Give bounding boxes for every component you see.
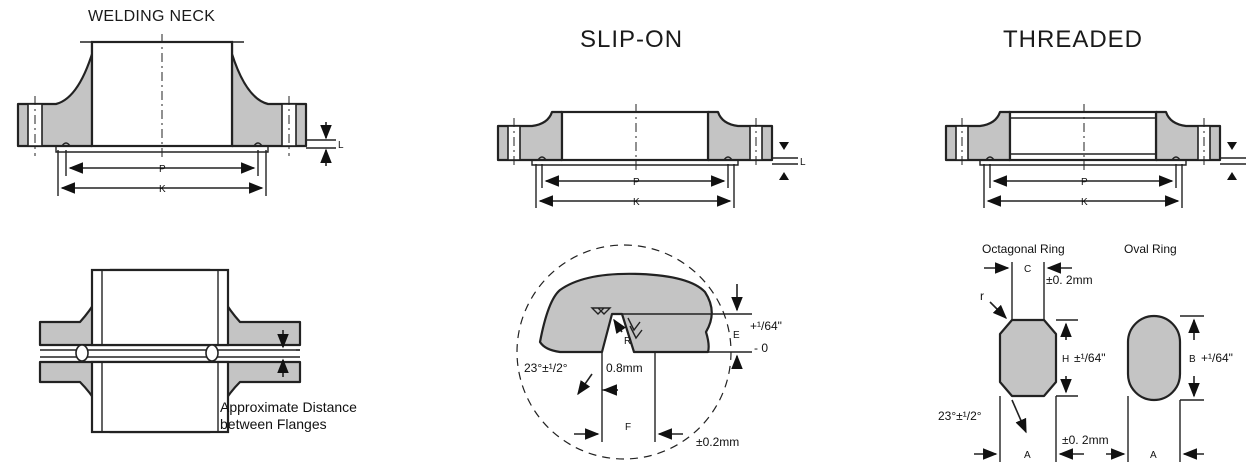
oval-ring-label: Oval Ring (1124, 242, 1177, 256)
tol-c: ±0. 2mm (1046, 273, 1093, 287)
label-h: H (1062, 354, 1069, 365)
label-c: C (1024, 264, 1031, 275)
octagonal-ring-label: Octagonal Ring (982, 242, 1065, 256)
label-k-thread: K (1081, 197, 1088, 208)
welding-neck-flange (16, 34, 336, 196)
label-l-slip: L (800, 157, 806, 168)
label-b: B (1189, 354, 1196, 365)
label-p-weld: P (159, 164, 166, 175)
octagonal-ring (974, 262, 1084, 462)
tol-h: ±¹/64" (1074, 351, 1106, 365)
flange-pair-assembly (38, 268, 302, 434)
angle-groove: 23°±¹/2° (524, 361, 568, 375)
slip-on-flange (496, 104, 798, 208)
label-e: E (733, 330, 740, 341)
label-p-slip: P (633, 177, 640, 188)
approx-distance-line2: between Flanges (220, 416, 327, 432)
label-f: F (625, 422, 631, 433)
slip-on-title: SLIP-ON (580, 26, 684, 53)
tol-e-plus: +¹/64" (750, 319, 782, 333)
ring-groove-detail (516, 244, 752, 460)
welding-neck-title: WELDING NECK (88, 8, 216, 25)
label-l-weld: L (338, 140, 344, 151)
label-k-weld: K (159, 184, 166, 195)
label-a-oval: A (1150, 450, 1157, 461)
width-08mm: 0.8mm (606, 361, 643, 375)
label-r-small: r (980, 289, 984, 303)
label-a-oct: A (1024, 450, 1031, 461)
label-p-thread: P (1081, 177, 1088, 188)
tol-e-minus: - 0 (754, 341, 768, 355)
threaded-title: THREADED (1003, 26, 1144, 53)
tol-b: +¹/64" (1201, 351, 1233, 365)
threaded-flange (944, 104, 1246, 208)
oval-ring (1106, 314, 1204, 462)
approx-distance-line1: Approximate Distance (220, 399, 357, 415)
tol-f: ±0.2mm (696, 435, 739, 449)
label-k-slip: K (633, 197, 640, 208)
tol-a: ±0. 2mm (1062, 433, 1109, 447)
angle-ring: 23°±¹/2° (938, 409, 982, 423)
label-r: R (624, 336, 631, 347)
